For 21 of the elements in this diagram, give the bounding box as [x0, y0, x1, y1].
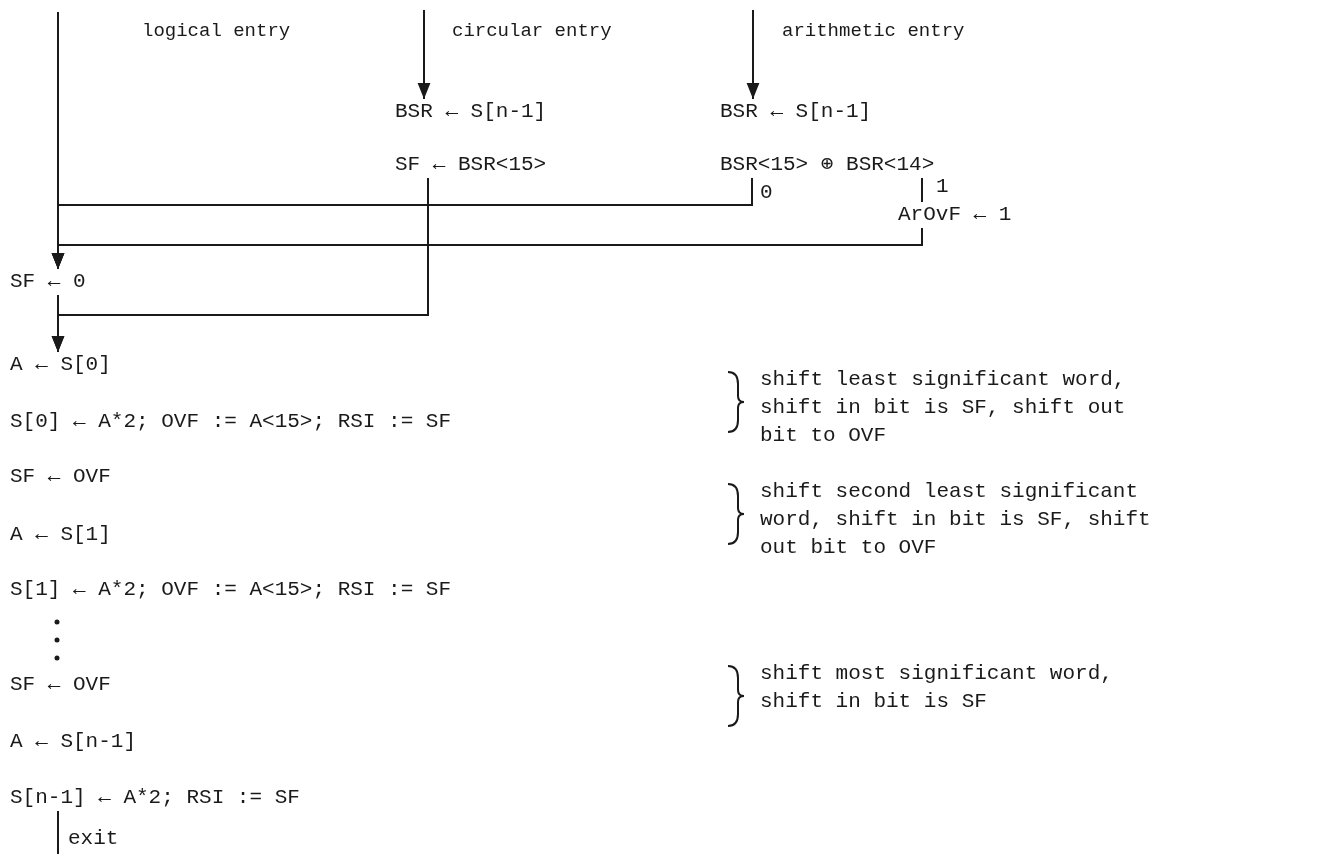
- statement-text: S[0] ← A*2; OVF := A<15>; RSI := SF: [10, 409, 452, 435]
- note-text: shift second least significant word, shift in bit is SF, shift out bit to OVF: [760, 479, 1152, 561]
- statement-text: BSR<15> ⊕ BSR<14>: [720, 152, 935, 178]
- statement-text: A ← S[0]: [10, 352, 111, 378]
- statement-text: SF ← 0: [10, 269, 86, 295]
- arrow: [417, 9, 431, 100]
- arrow: [51, 294, 65, 353]
- statement-text: SF ← OVF: [10, 672, 111, 698]
- statement-text: S[1] ← A*2; OVF := A<15>; RSI := SF: [10, 577, 452, 603]
- statement-text: A ← S[1]: [10, 522, 111, 548]
- note-text: shift least significant word, shift in bit is SF, shift out bit to OVF: [760, 367, 1127, 449]
- statement-text: SF ← BSR<15>: [395, 152, 547, 178]
- statement-text: A ← S[n-1]: [10, 729, 137, 755]
- statement-text: S[n-1] ← A*2; RSI := SF: [10, 785, 300, 811]
- statement-text: BSR ← S[n-1]: [720, 99, 872, 125]
- statement-text: ArOvF ← 1: [898, 202, 1012, 228]
- note-text: shift most significant word, shift in bit is SF: [760, 661, 1114, 715]
- statement-text: BSR ← S[n-1]: [395, 99, 547, 125]
- arrow: [51, 227, 923, 270]
- arrow: [746, 9, 760, 100]
- statement-text: SF ← OVF: [10, 464, 111, 490]
